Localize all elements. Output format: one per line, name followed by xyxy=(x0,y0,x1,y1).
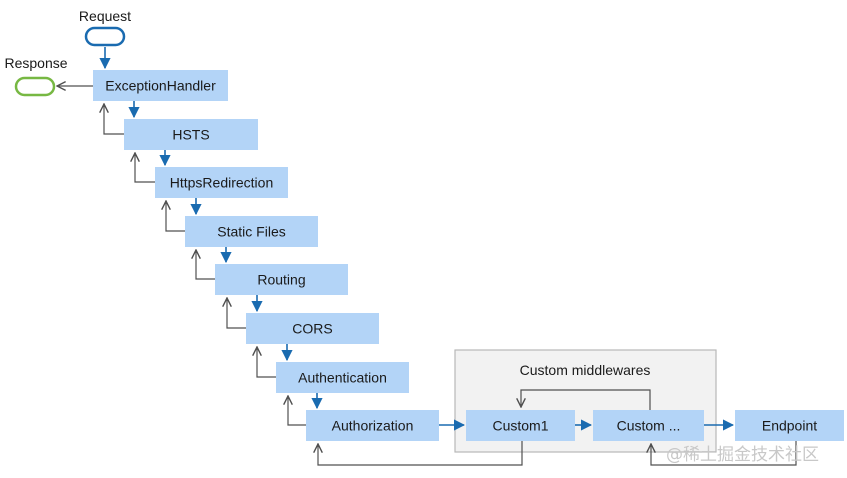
exception-handler-box xyxy=(93,70,228,101)
cors-box xyxy=(246,313,379,344)
response-arrow-3 xyxy=(166,201,185,232)
custom-n-box xyxy=(593,410,704,441)
custom1-box xyxy=(466,410,575,441)
https-redirection-label: HttpsRedirection xyxy=(170,175,274,191)
routing-label: Routing xyxy=(257,272,305,288)
pipeline-step-authentication: Authentication xyxy=(276,362,409,393)
custom-step-n: Custom ... xyxy=(593,410,704,441)
static-files-box xyxy=(185,216,318,247)
pipeline-step-hsts: HSTS xyxy=(124,119,258,150)
request-label: Request xyxy=(79,8,131,24)
routing-box xyxy=(215,264,348,295)
endpoint-step: Endpoint xyxy=(735,410,844,441)
custom-step-1: Custom1 xyxy=(466,410,575,441)
request-flow-arrows xyxy=(128,101,735,431)
authorization-label: Authorization xyxy=(332,418,414,434)
request-pill xyxy=(84,26,126,47)
cors-label: CORS xyxy=(292,321,332,337)
hsts-label: HSTS xyxy=(172,127,209,143)
response-arrow-2 xyxy=(135,153,155,183)
response-arrow-5 xyxy=(227,298,246,329)
response-arrow-endpoint-to-custom-n xyxy=(651,441,797,466)
custom-n-label: Custom ... xyxy=(617,418,681,434)
response-arrow-1 xyxy=(104,104,124,135)
custom-group-title: Custom middlewares xyxy=(520,362,651,378)
authentication-box xyxy=(276,362,409,393)
pipeline-step-routing: Routing xyxy=(215,264,348,295)
custom1-label: Custom1 xyxy=(492,418,548,434)
response-flow-arrows xyxy=(104,104,797,466)
response-pill xyxy=(14,76,56,97)
pipeline-step-https-redirection: HttpsRedirection xyxy=(155,167,288,198)
pipeline-step-authorization: Authorization xyxy=(306,410,439,441)
authorization-box xyxy=(306,410,439,441)
authentication-label: Authentication xyxy=(298,370,387,386)
exception-handler-label: ExceptionHandler xyxy=(105,78,216,94)
response-arrow-custom-n-to-custom1 xyxy=(521,389,651,410)
response-arrow-4 xyxy=(196,250,215,280)
static-files-label: Static Files xyxy=(217,224,285,240)
response-label: Response xyxy=(4,55,67,71)
pipeline-step-static-files: Static Files xyxy=(185,216,318,247)
pipeline-step-exception-handler: ExceptionHandler xyxy=(93,70,228,101)
endpoint-box xyxy=(735,410,844,441)
response-arrow-custom1-to-authorization xyxy=(318,441,523,466)
response-arrow-6 xyxy=(257,347,276,378)
pipeline-step-cors: CORS xyxy=(246,313,379,344)
response-arrow-7 xyxy=(288,396,306,426)
https-redirection-box xyxy=(155,167,288,198)
watermark-text: @稀土掘金技术社区 xyxy=(666,445,819,465)
hsts-box xyxy=(124,119,258,150)
endpoint-label: Endpoint xyxy=(762,418,817,434)
